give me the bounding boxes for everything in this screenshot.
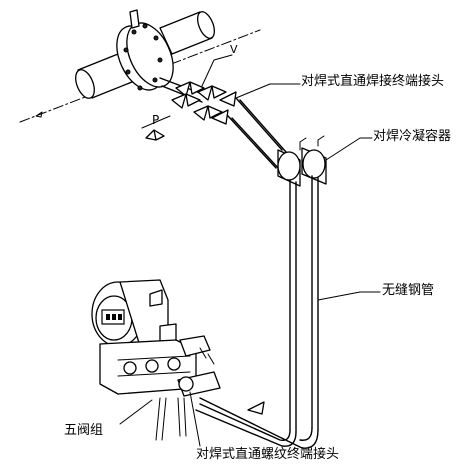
weld-end-connectors (211, 91, 237, 125)
connector-to-condenser-lines-2 (231, 99, 287, 171)
callout-seamless-steel-pipe: 无缝钢管 (382, 283, 435, 298)
callout-five-valve-manifold: 五阀组 (64, 423, 104, 438)
valve-p-label: P (152, 113, 160, 127)
connector-leader (235, 83, 301, 99)
pressure-transmitter (91, 279, 177, 347)
seamless-steel-pipes (195, 175, 319, 449)
manifold-leader (119, 399, 153, 425)
root-valves (171, 81, 227, 121)
callout-weld-condenser: 对焊冷凝容器 (373, 129, 452, 144)
steel-pipe-leader (317, 291, 381, 301)
five-valve-manifold-body (99, 335, 221, 441)
orifice-flange (116, 9, 174, 91)
condenser-leader (325, 137, 373, 161)
callout-weld-straight-weld-end-connector: 对焊式直通焊接终端接头 (301, 74, 445, 89)
callout-weld-straight-thread-end-connector: 对焊式直通螺纹终端接头 (196, 447, 340, 462)
flow-arrow (35, 111, 43, 118)
valve-v-label: V (230, 43, 238, 56)
connector-to-condenser-lines (227, 97, 283, 169)
thread-connector-leader (189, 391, 201, 447)
valve-p-symbol (141, 115, 171, 141)
valve-v-leader (201, 54, 233, 87)
condensers (277, 135, 327, 187)
